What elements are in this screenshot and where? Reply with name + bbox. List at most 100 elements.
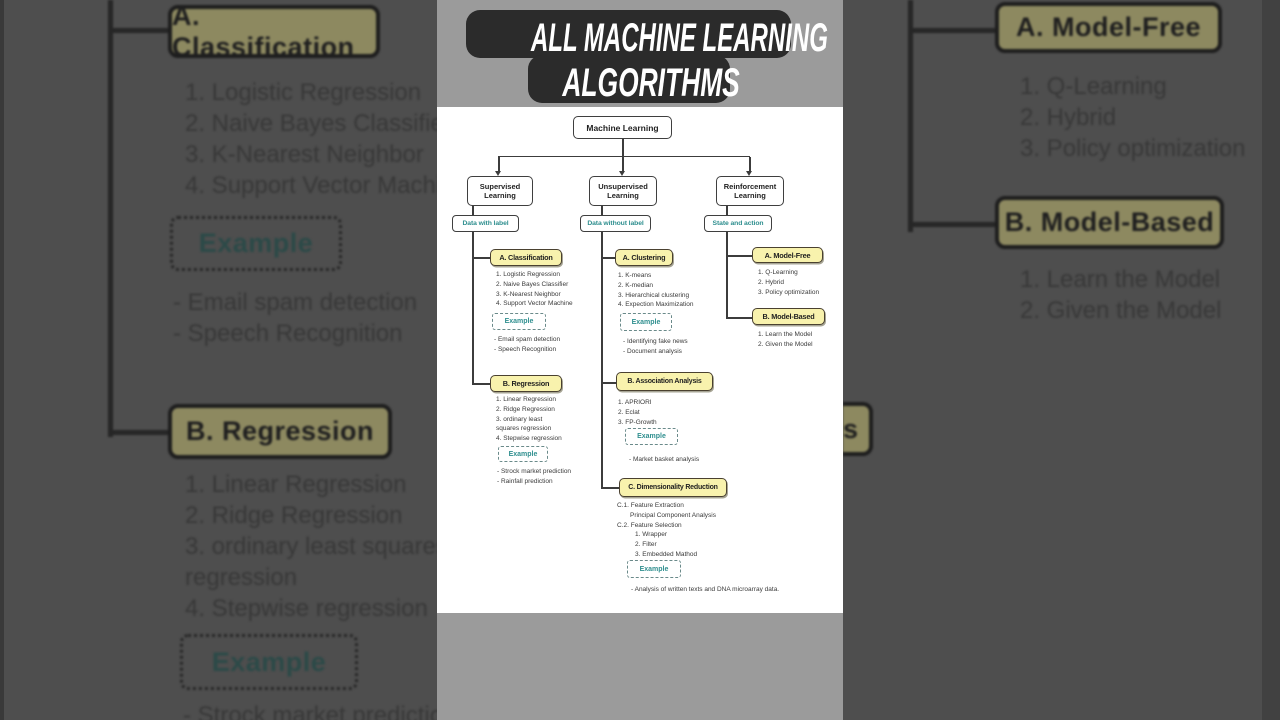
example-box-association: Example — [625, 428, 678, 445]
example-item: - Speech Recognition — [494, 346, 557, 353]
bg-example-item: - Speech Recognition — [173, 320, 403, 347]
example-item: - Email spam detection — [494, 336, 561, 343]
list-clustering: 1. K-means 2. K-median 3. Hierarchical c… — [618, 271, 694, 310]
connector-section — [601, 487, 620, 489]
diagram-canvas: Machine Learning Supervised Learning Uns… — [437, 107, 843, 613]
bg-example-box: Example — [170, 216, 342, 271]
bg-heading-model-free-label: A. Model-Free — [1015, 12, 1202, 42]
branch-label-line2: Learning — [484, 191, 516, 200]
branch-label-line1: Unsupervised — [598, 181, 648, 191]
background-left-strip: A. Classification 1. Logistic Regression… — [0, 0, 437, 720]
list-item: 3. Embedded Mathod — [635, 550, 698, 558]
arrowhead-unsupervised — [619, 171, 626, 176]
arrowhead-supervised — [495, 171, 502, 176]
bg-list-item: 1. Logistic Regression — [185, 79, 422, 106]
bg-list-item: 2. Ridge Regression — [185, 502, 403, 529]
spine-supervised — [472, 232, 474, 384]
bg-heading-classification: A. Classification — [168, 1, 380, 62]
section-heading-label: C. Dimensionality Reduction — [628, 484, 718, 491]
bg-list-item: 3. Policy optimization — [1020, 135, 1246, 162]
example-label: Example — [631, 318, 661, 326]
list-item: 1. Learn the Model — [758, 331, 813, 338]
branch-label-line2: Learning — [734, 191, 766, 200]
bg-list-item: 3. ordinary least squares regression — [185, 533, 437, 591]
connector-section — [472, 383, 490, 385]
list-item: 2. Filter — [635, 541, 657, 549]
bg-list-item: 4. Support Vector Machine — [185, 172, 437, 199]
title-badge-top: ALL MACHINE LEARNING — [466, 10, 828, 60]
title-badge-bottom: ALGORITHMS — [528, 55, 740, 105]
list-item: 3. ordinary least squares regression — [496, 415, 552, 433]
branch-box-supervised: Supervised Learning — [467, 176, 533, 206]
bg-list-item: 2. Naive Bayes Classifier — [185, 110, 437, 137]
list-association: 1. APRIORI 2. Eclat 3. FP-Growth — [618, 398, 657, 427]
branch-box-unsupervised: Unsupervised Learning — [589, 176, 657, 206]
bg-examples-regression: - Strock market prediction — [183, 700, 437, 720]
tag-data-with-label: Data with label — [452, 215, 519, 232]
list-item: 3. K-Nearest Neighbor — [496, 290, 561, 298]
list-item: 1. Linear Regression — [496, 396, 556, 403]
example-list-regression: - Strock market prediction - Rainfall pr… — [497, 467, 571, 487]
list-item: 1. APRIORI — [618, 399, 652, 406]
arrowhead-reinforcement — [746, 171, 753, 176]
bg-list-classification: 1. Logistic Regression 2. Naive Bayes Cl… — [185, 77, 437, 201]
bg-connector-horizontal — [908, 28, 995, 33]
connector-splitter — [498, 155, 750, 157]
list-classification: 1. Logistic Regression 2. Naive Bayes Cl… — [496, 270, 573, 309]
example-list-clustering: - Identifying fake news - Document analy… — [623, 337, 688, 357]
frame-edge-left — [0, 0, 4, 720]
list-item: 1. K-means — [618, 272, 652, 279]
example-item: - Rainfall prediction — [497, 478, 553, 485]
connector-drop-supervised — [498, 157, 500, 172]
section-heading-dimensionality: C. Dimensionality Reduction — [619, 478, 727, 497]
section-heading-label: B. Regression — [502, 379, 550, 388]
title-line1: ALL MACHINE LEARNING — [531, 16, 828, 60]
bg-list-item: 4. Stepwise regression — [185, 595, 428, 622]
list-item: 4. Expection Maximization — [618, 301, 694, 309]
example-item: - Document analysis — [623, 348, 682, 355]
section-heading-clustering: A. Clustering — [615, 249, 673, 266]
connector-section — [601, 257, 616, 259]
section-heading-model-based: B. Model-Based — [752, 308, 825, 325]
bg-list-model-based: 1. Learn the Model 2. Given the Model — [1020, 264, 1221, 326]
tag-label: Data with label — [462, 220, 509, 227]
bg-box-fragment: s — [843, 402, 873, 456]
connector-stem — [601, 206, 603, 215]
spine-reinforcement — [726, 232, 728, 318]
list-item: Principal Component Analysis — [630, 511, 716, 519]
section-heading-label: A. Clustering — [622, 253, 666, 262]
bg-connector-horizontal — [108, 28, 170, 33]
bg-heading-model-free: A. Model-Free — [995, 2, 1222, 53]
example-list-classification: - Email spam detection - Speech Recognit… — [494, 335, 560, 355]
bg-connector-horizontal — [108, 430, 170, 435]
bg-heading-classification-label: A. Classification — [172, 0, 355, 62]
tag-state-and-action: State and action — [704, 215, 772, 232]
connector-drop-reinforcement — [749, 157, 751, 172]
example-item: - Strock market prediction — [497, 468, 572, 475]
bg-connector-horizontal — [908, 222, 995, 227]
shorts-video-strip: ALL MACHINE LEARNING ALGORITHMS Machine … — [437, 0, 843, 720]
section-heading-regression: B. Regression — [490, 375, 562, 392]
list-item: 1. Wrapper — [635, 531, 668, 539]
bg-example-label: Example — [211, 646, 327, 677]
bg-list-item: 2. Given the Model — [1020, 297, 1222, 324]
bg-list-model-free: 1. Q-Learning 2. Hybrid 3. Policy optimi… — [1020, 71, 1245, 164]
list-item: C.2. Feature Selection — [617, 521, 682, 529]
frame-edge-right — [1262, 0, 1280, 720]
section-heading-classification: A. Classification — [490, 249, 562, 266]
bg-connector-vertical — [108, 0, 113, 437]
list-item: 2. Ridge Regression — [496, 405, 555, 413]
section-heading-label: B. Model-Based — [762, 312, 815, 321]
bg-example-box: Example — [180, 634, 358, 690]
branch-box-reinforcement: Reinforcement Learning — [716, 176, 784, 206]
example-label: Example — [637, 433, 666, 440]
example-label: Example — [504, 318, 534, 325]
tag-label: State and action — [712, 220, 764, 227]
branch-label-line2: Learning — [607, 191, 639, 200]
connector-section — [726, 317, 752, 319]
list-item: 2. Given the Model — [758, 340, 813, 348]
bg-list-item: 1. Q-Learning — [1020, 73, 1167, 100]
list-item: 2. Naive Bayes Classifier — [496, 280, 569, 288]
bg-heading-model-based-label: B. Model-Based — [1004, 207, 1215, 237]
